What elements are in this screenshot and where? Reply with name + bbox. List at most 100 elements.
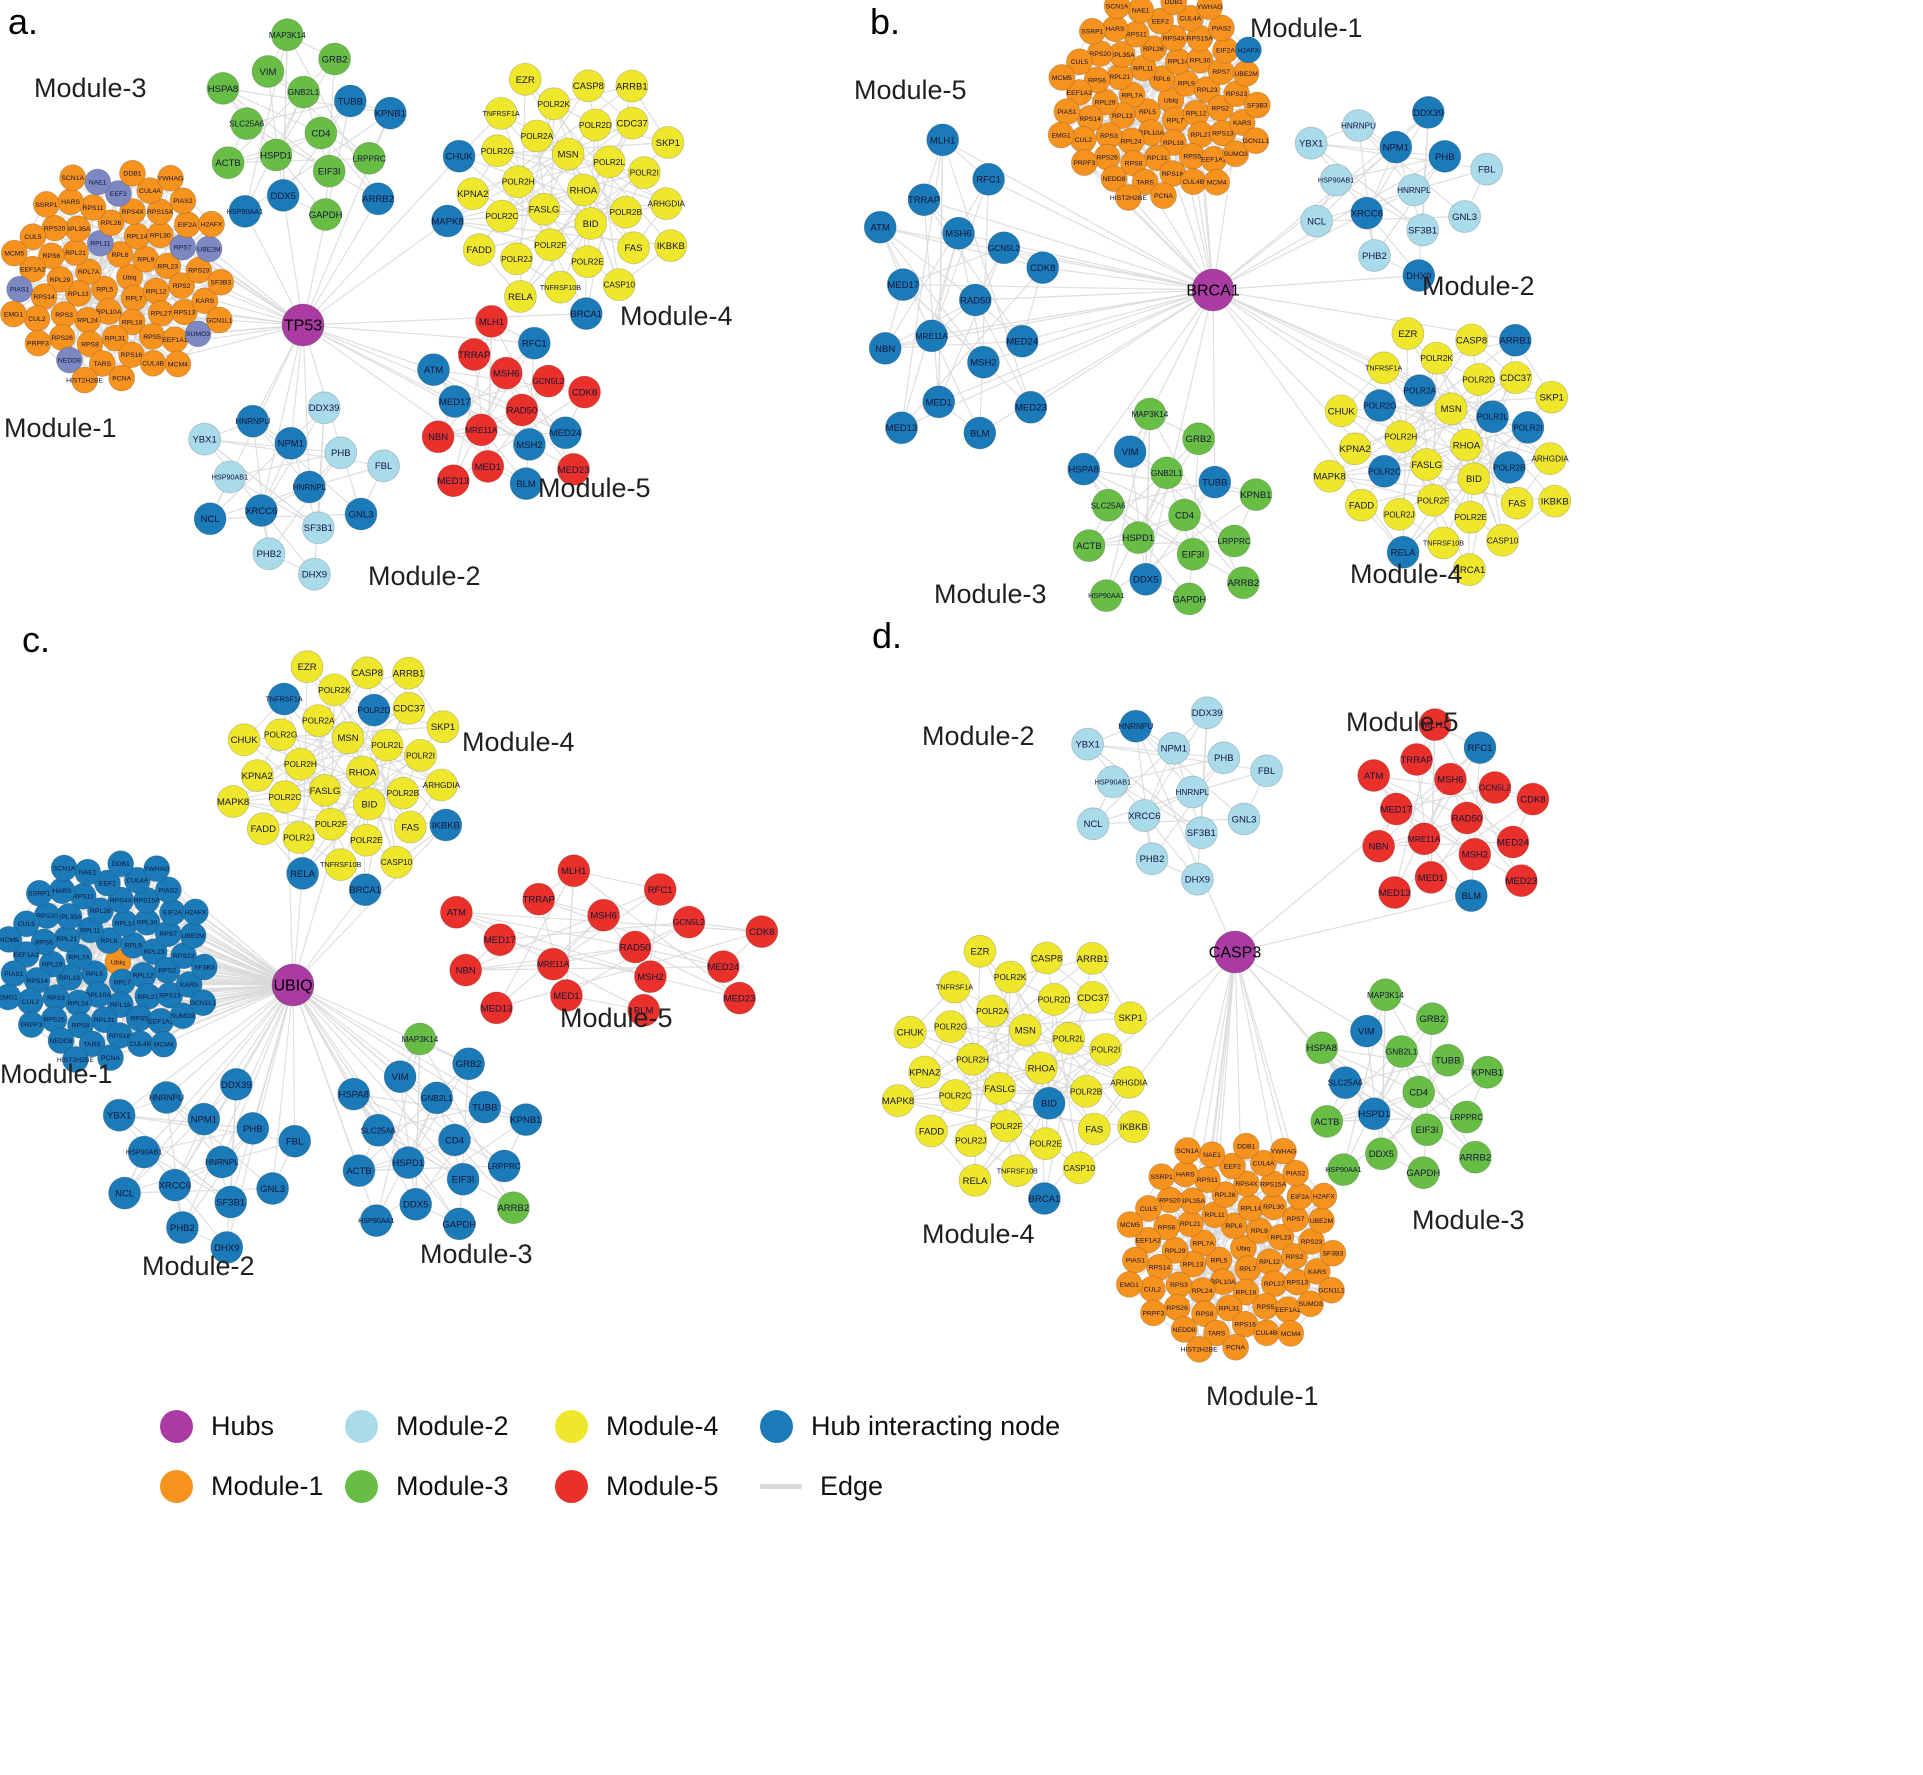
- node-MLH1: MLH1: [557, 854, 591, 888]
- node-NAE1: NAE1: [74, 858, 102, 886]
- node-ARRB1: ARRB1: [615, 69, 649, 103]
- node-FADD: FADD: [1345, 488, 1378, 522]
- node-NBN: NBN: [421, 420, 455, 454]
- node-label: CASP10: [1063, 1164, 1095, 1173]
- node-YWHAG: YWHAG: [1196, 0, 1224, 20]
- node-TNFRSF1A: TNFRSF1A: [266, 682, 303, 716]
- node-label: POLR2H: [1384, 433, 1417, 442]
- node-MSH2: MSH2: [634, 960, 667, 993]
- node-label: RPL23: [1197, 87, 1218, 94]
- node-label: GRB2: [1419, 1014, 1445, 1025]
- node-FAS: FAS: [1077, 1112, 1111, 1146]
- node-label: MED13: [437, 476, 469, 487]
- node-label: RPL9: [125, 943, 142, 950]
- node-CHUK: CHUK: [442, 139, 476, 173]
- node-DDB1: DDB1: [107, 850, 135, 878]
- node-FASLG: FASLG: [1410, 448, 1444, 481]
- node-label: POLR2H: [502, 178, 535, 187]
- node-UBE2M: UBE2M: [195, 235, 223, 263]
- node-ARHGDIA: ARHGDIA: [1531, 442, 1569, 476]
- node-RPL24: RPL24: [1117, 127, 1145, 155]
- node-label: PHB: [331, 448, 351, 459]
- node-label: FADD: [467, 245, 492, 256]
- node-label: TNFRSF1A: [266, 695, 303, 704]
- node-label: FASLG: [529, 205, 560, 216]
- node-label: MSH6: [590, 911, 616, 922]
- node-IKBKB: IKBKB: [1538, 484, 1572, 518]
- node-label: KPNA2: [457, 189, 488, 200]
- node-label: PIAS2: [159, 887, 178, 894]
- node-label: POLR2C: [486, 212, 519, 221]
- node-label: YBX1: [192, 435, 216, 446]
- node-HARS: HARS: [1172, 1160, 1199, 1188]
- node-NBN: NBN: [1362, 829, 1395, 863]
- node-label: EMG1: [4, 311, 23, 318]
- node-label: MED13: [481, 1003, 513, 1014]
- node-HSPD1: HSPD1: [391, 1146, 425, 1179]
- node-RPL6: RPL6: [106, 240, 134, 268]
- legend-label-module-1: Module-1: [211, 1470, 324, 1501]
- node-CASP8: CASP8: [572, 69, 605, 103]
- node-label: POLR2B: [387, 789, 420, 798]
- node-POLR2C: POLR2C: [938, 1079, 972, 1112]
- node-label: HARS: [61, 199, 80, 206]
- node-label: PCNA: [1154, 193, 1173, 200]
- node-label: MCM5: [1052, 75, 1072, 82]
- node-label: RPL18: [110, 1002, 131, 1009]
- node-RPS23: RPS23: [1223, 80, 1250, 108]
- node-TUBB: TUBB: [1198, 465, 1232, 499]
- node-label: RPL11: [1205, 1212, 1225, 1219]
- node-label: CHUK: [1328, 406, 1356, 417]
- node-VIM: VIM: [1350, 1014, 1383, 1048]
- node-label: CUL2: [1144, 1286, 1162, 1293]
- node-label: TARS: [93, 361, 111, 368]
- node-RPL26: RPL26: [1140, 35, 1167, 63]
- node-label: RPS2: [158, 968, 176, 975]
- node-ARHGDIA: ARHGDIA: [648, 187, 685, 221]
- node-label: HSPD1: [392, 1158, 424, 1169]
- node-label: BRCA1: [570, 309, 602, 320]
- node-label: MED23: [1015, 403, 1047, 414]
- node-label: HNRNPU: [1118, 722, 1153, 731]
- node-RPS6: RPS6: [1153, 1213, 1180, 1241]
- node-label: MCM4: [1207, 180, 1227, 187]
- node-RELA: RELA: [1386, 535, 1420, 569]
- node-RPS8: RPS8: [76, 330, 104, 358]
- node-label: RPS20: [1089, 51, 1111, 58]
- node-HNRNPL: HNRNPL: [1176, 775, 1210, 809]
- node-MAPK8: MAPK8: [881, 1084, 915, 1118]
- node-KARS: KARS: [1228, 109, 1256, 136]
- node-label: RPS8: [1125, 161, 1143, 168]
- node-label: SSRP1: [1081, 29, 1104, 36]
- node-label: GNL3: [349, 509, 374, 520]
- node-label: GCN5L2: [532, 377, 564, 386]
- node-CUL5: CUL5: [1066, 48, 1093, 76]
- node-HSPA8: HSPA8: [337, 1077, 371, 1111]
- node-NAE1: NAE1: [1127, 0, 1155, 24]
- node-label: SLC25A6: [229, 120, 264, 129]
- node-label: RPL29: [50, 277, 71, 284]
- node-label: CUL5: [1140, 1206, 1158, 1213]
- node-label: POLR2J: [1384, 510, 1415, 519]
- node-label: CHUK: [231, 735, 259, 746]
- node-label: EEF2: [1152, 18, 1169, 25]
- node-MLH1: MLH1: [475, 304, 508, 338]
- node-label: DDX5: [403, 1200, 428, 1211]
- node-label: XRCC6: [1351, 209, 1383, 220]
- node-label: RPL10A: [86, 992, 112, 999]
- node-SF3B3: SF3B3: [207, 268, 235, 296]
- node-label: BID: [1466, 474, 1482, 485]
- node-MED17: MED17: [438, 385, 472, 418]
- node-label: RPL26: [90, 908, 111, 915]
- node-label: HIST2H2BE: [1181, 1347, 1218, 1354]
- node-label: PHB2: [1362, 251, 1387, 262]
- node-label: NPM1: [278, 439, 304, 450]
- node-label: ARRB2: [1227, 578, 1259, 589]
- node-TUBB: TUBB: [468, 1090, 502, 1124]
- node-label: CUL4B: [1256, 1330, 1278, 1337]
- node-label: UBE2M: [181, 933, 205, 940]
- node-POLR2H: POLR2H: [501, 165, 535, 199]
- node-label: POLR2G: [1363, 402, 1396, 411]
- node-POLR2J: POLR2J: [500, 242, 533, 276]
- node-POLR2C: POLR2C: [485, 199, 519, 233]
